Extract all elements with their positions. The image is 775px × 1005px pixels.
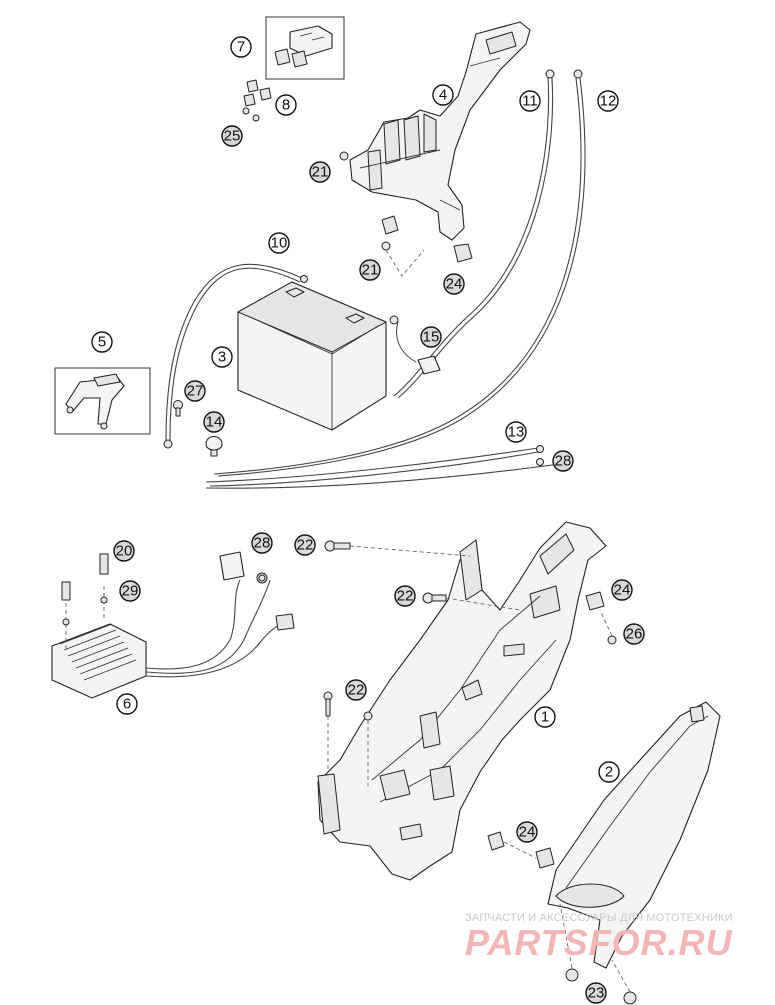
callout-3: 3 (211, 346, 233, 368)
part-27-screw (173, 400, 183, 417)
svg-text:29: 29 (122, 583, 139, 600)
part-2-side-cover (547, 701, 721, 969)
screws-22 (323, 540, 521, 786)
part-15-cap (389, 315, 441, 375)
svg-text:27: 27 (187, 383, 204, 400)
part-3-battery (237, 281, 387, 431)
svg-text:24: 24 (446, 276, 463, 293)
cable-lower (205, 463, 561, 489)
callout-6: 6 (116, 693, 138, 715)
nut-24-upper (585, 591, 617, 645)
callout-12: 12 (597, 90, 619, 112)
nuts-24-lower (487, 831, 555, 869)
callout-26: 26 (623, 623, 645, 645)
washer-28 (536, 458, 544, 466)
svg-text:12: 12 (600, 93, 617, 110)
screws-23 (559, 903, 637, 1005)
svg-text:10: 10 (271, 235, 288, 252)
svg-text:28: 28 (555, 453, 572, 470)
callout-28-bottom: 28 (251, 532, 273, 554)
svg-text:24: 24 (614, 582, 631, 599)
part-25-screws (242, 107, 260, 122)
callout-24-top: 24 (443, 273, 465, 295)
svg-text:25: 25 (224, 128, 241, 145)
svg-text:7: 7 (237, 39, 245, 56)
callout-27: 27 (184, 380, 206, 402)
callout-22-top: 22 (294, 534, 316, 556)
callout-23: 23 (585, 982, 607, 1004)
svg-text:15: 15 (423, 329, 440, 346)
callout-25: 25 (221, 125, 243, 147)
svg-text:23: 23 (588, 985, 605, 1002)
callout-11: 11 (519, 90, 541, 112)
part-8-clips (243, 79, 272, 107)
callout-21-top: 21 (309, 161, 331, 183)
part-7-relay-box (265, 16, 345, 80)
callout-28-top: 28 (552, 450, 574, 472)
svg-text:1: 1 (541, 709, 549, 726)
callout-20: 20 (113, 540, 135, 562)
svg-text:20: 20 (116, 543, 133, 560)
svg-text:14: 14 (206, 414, 223, 431)
svg-text:5: 5 (98, 334, 106, 351)
callout-4: 4 (432, 84, 454, 106)
part-6-regulator (51, 551, 295, 699)
svg-text:28: 28 (254, 535, 271, 552)
watermark-logo: PARTSFOR.RU (465, 922, 733, 963)
callout-10: 10 (268, 232, 290, 254)
part-1-undertray (317, 521, 607, 881)
svg-text:2: 2 (605, 764, 613, 781)
svg-text:21: 21 (312, 164, 329, 181)
cable-13 (205, 445, 544, 487)
svg-text:24: 24 (519, 824, 536, 841)
callout-7: 7 (230, 36, 252, 58)
callout-29: 29 (119, 580, 141, 602)
svg-text:21: 21 (362, 262, 379, 279)
svg-text:13: 13 (508, 424, 525, 441)
callout-14: 14 (203, 411, 225, 433)
svg-text:22: 22 (297, 537, 314, 554)
svg-text:22: 22 (348, 682, 365, 699)
callout-5: 5 (91, 331, 113, 353)
callout-22-mid: 22 (394, 585, 416, 607)
callout-24-low: 24 (516, 821, 538, 843)
svg-text:26: 26 (626, 626, 643, 643)
svg-text:8: 8 (282, 97, 290, 114)
part-14-fuse (205, 435, 223, 457)
washer-28b (258, 574, 266, 582)
svg-text:11: 11 (522, 93, 538, 110)
callout-1: 1 (534, 706, 556, 728)
callout-15: 15 (420, 326, 442, 348)
part-4-bracket (349, 21, 531, 263)
callout-8: 8 (275, 94, 297, 116)
callout-24-mid: 24 (611, 579, 633, 601)
callout-2: 2 (598, 761, 620, 783)
callout-21-bottom: 21 (359, 259, 381, 281)
cable-10 (163, 263, 308, 449)
svg-text:4: 4 (439, 87, 447, 104)
callout-22-low: 22 (345, 679, 367, 701)
svg-text:3: 3 (218, 349, 226, 366)
watermark-tagline: ЗАПЧАСТИ И АКСЕССУАРЫ ДЛЯ МОТОТЕХНИКИ (465, 912, 733, 924)
part-5-battery-strap (54, 367, 151, 435)
svg-text:6: 6 (123, 696, 131, 713)
callout-13: 13 (505, 421, 527, 443)
svg-text:22: 22 (397, 588, 414, 605)
